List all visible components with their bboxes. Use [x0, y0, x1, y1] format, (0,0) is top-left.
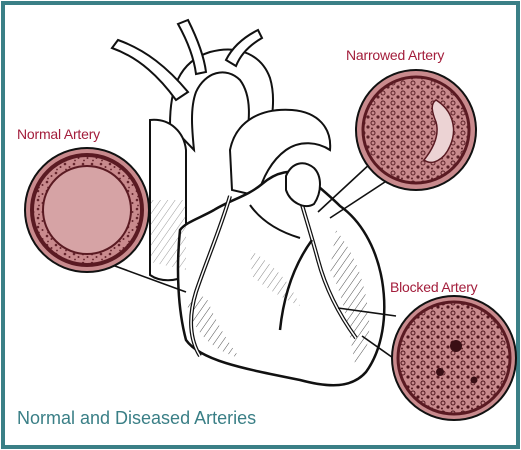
normal-lumen — [43, 166, 131, 254]
leader-narrowed-1 — [318, 162, 372, 212]
atrial-appendage — [286, 163, 320, 206]
leader-narrowed-2 — [330, 180, 388, 218]
normal-artery-label: Normal Artery — [17, 126, 100, 142]
blocked-artery-label: Blocked Artery — [390, 279, 477, 295]
atrium-shading — [150, 200, 186, 270]
normal-artery-cross-section — [25, 148, 149, 272]
brachiocephalic-vessel — [112, 40, 188, 100]
blocked-artery-cross-section — [392, 296, 516, 420]
narrowed-artery-label: Narrowed Artery — [346, 47, 444, 63]
diagram-caption: Normal and Diseased Arteries — [17, 408, 256, 429]
heart-illustration — [112, 20, 384, 385]
narrowed-artery-cross-section — [356, 70, 476, 190]
